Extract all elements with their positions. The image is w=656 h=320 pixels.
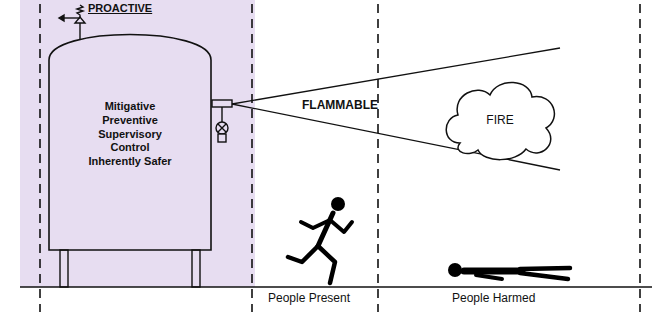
nozzle-drop (221, 107, 222, 122)
person-leg (520, 273, 568, 279)
nozzle-pipe (212, 100, 232, 107)
person-leg (318, 246, 335, 283)
zone-dividers (40, 4, 640, 312)
proactive-band: PROACTIVE Mitigative Preventive Superviso… (20, 0, 255, 287)
relief-arrowhead (59, 15, 64, 21)
relief-outlet (64, 17, 80, 18)
safeguard-list: Mitigative Preventive Supervisory Contro… (84, 100, 176, 169)
proactive-band-ground (20, 0, 255, 287)
fire-cloud: FIRE (440, 73, 560, 163)
dashed-divider (251, 4, 253, 312)
vessel-tank: Mitigative Preventive Supervisory Contro… (48, 16, 212, 250)
flammable-cone: FLAMMABLE (302, 98, 378, 112)
running-person (288, 197, 352, 283)
person-head (331, 197, 345, 211)
relief-spring (77, 5, 83, 17)
release-cone (232, 48, 560, 170)
tank-leg (192, 250, 200, 287)
person-leg (288, 246, 318, 262)
valve-stub (218, 134, 226, 142)
lying-person (448, 263, 570, 279)
block-valve (216, 122, 228, 134)
ground-line (20, 286, 652, 288)
tank-leg (60, 250, 68, 287)
zone-label: People Harmed (452, 291, 535, 305)
tank-shell (49, 35, 211, 251)
hazard-label: FIRE (486, 113, 513, 127)
person-head (448, 263, 462, 277)
person-arm (301, 220, 330, 228)
hazard-label: FLAMMABLE (302, 98, 378, 112)
person-arm (330, 220, 352, 232)
dashed-divider (639, 4, 641, 312)
valve-cross (218, 124, 226, 132)
tank-legs (60, 250, 200, 287)
dashed-divider (39, 4, 41, 312)
zone-heading: PROACTIVE (88, 2, 152, 15)
dashed-divider (377, 4, 379, 312)
zone-label: People Present (268, 291, 350, 305)
person-torso (464, 268, 522, 275)
person-arm (476, 275, 502, 279)
person-leg (520, 268, 570, 269)
relief-valve (59, 5, 85, 40)
cloud-shell (446, 82, 554, 159)
person-torso (318, 213, 333, 246)
side-nozzle (212, 100, 232, 142)
relief-pipe (79, 23, 80, 40)
